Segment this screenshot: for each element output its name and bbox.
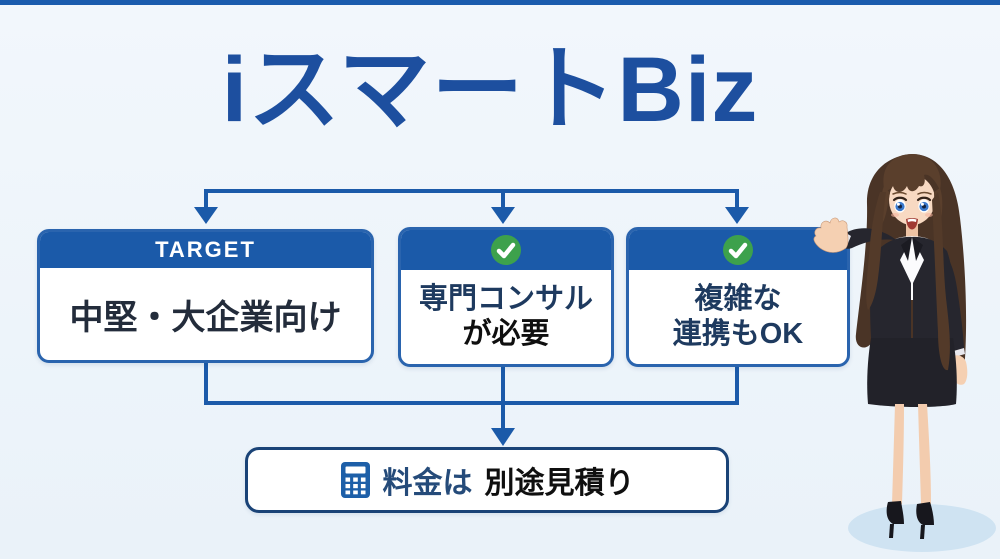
box-text: が必要 [462,318,550,350]
arrow-down-icon [491,428,515,446]
legs [892,404,904,504]
flow-box-target: TARGET 中堅・大企業向け [37,229,374,363]
top-accent-bar [0,0,1000,5]
arrow-down-icon [491,207,515,224]
high-heels [886,501,934,539]
flow-box-integration: 複雑な 連携もOK [626,227,850,367]
box-header-integration [629,230,847,270]
arm-extended [841,228,896,249]
blazer [870,236,912,338]
box-body-target: 中堅・大企業向け [40,268,371,360]
box-text: 中堅・大企業向け [69,298,342,337]
eyes [892,191,932,213]
arrow-down-icon [194,207,218,224]
pricing-box: 料金は 別途見積り [245,447,729,513]
hair-front-lock [866,192,886,310]
target-label: TARGET [155,237,256,262]
presenter-illustration [813,154,996,552]
pricing-prefix: 料金は [382,467,473,500]
box-text: 連携もOK [672,318,804,350]
box-body-integration: 複雑な 連携もOK [629,270,847,364]
box-body-consulting: 専門コンサル が必要 [401,270,611,364]
check-icon [723,235,753,265]
flow-box-consulting: 専門コンサル が必要 [398,227,614,367]
box-header-target: TARGET [40,232,371,268]
box-header-consulting [401,230,611,270]
calculator-icon [340,462,370,498]
pricing-emphasis: 別途見積り [484,467,635,500]
box-text: 複雑な [694,282,782,315]
skirt [867,338,957,407]
page-title: iスマートBiz [221,39,759,141]
box-text: 専門コンサル [418,282,593,315]
hand-extended [813,217,849,253]
hair-bangs [883,154,941,192]
check-icon [491,235,521,265]
arrow-down-icon [725,207,749,224]
